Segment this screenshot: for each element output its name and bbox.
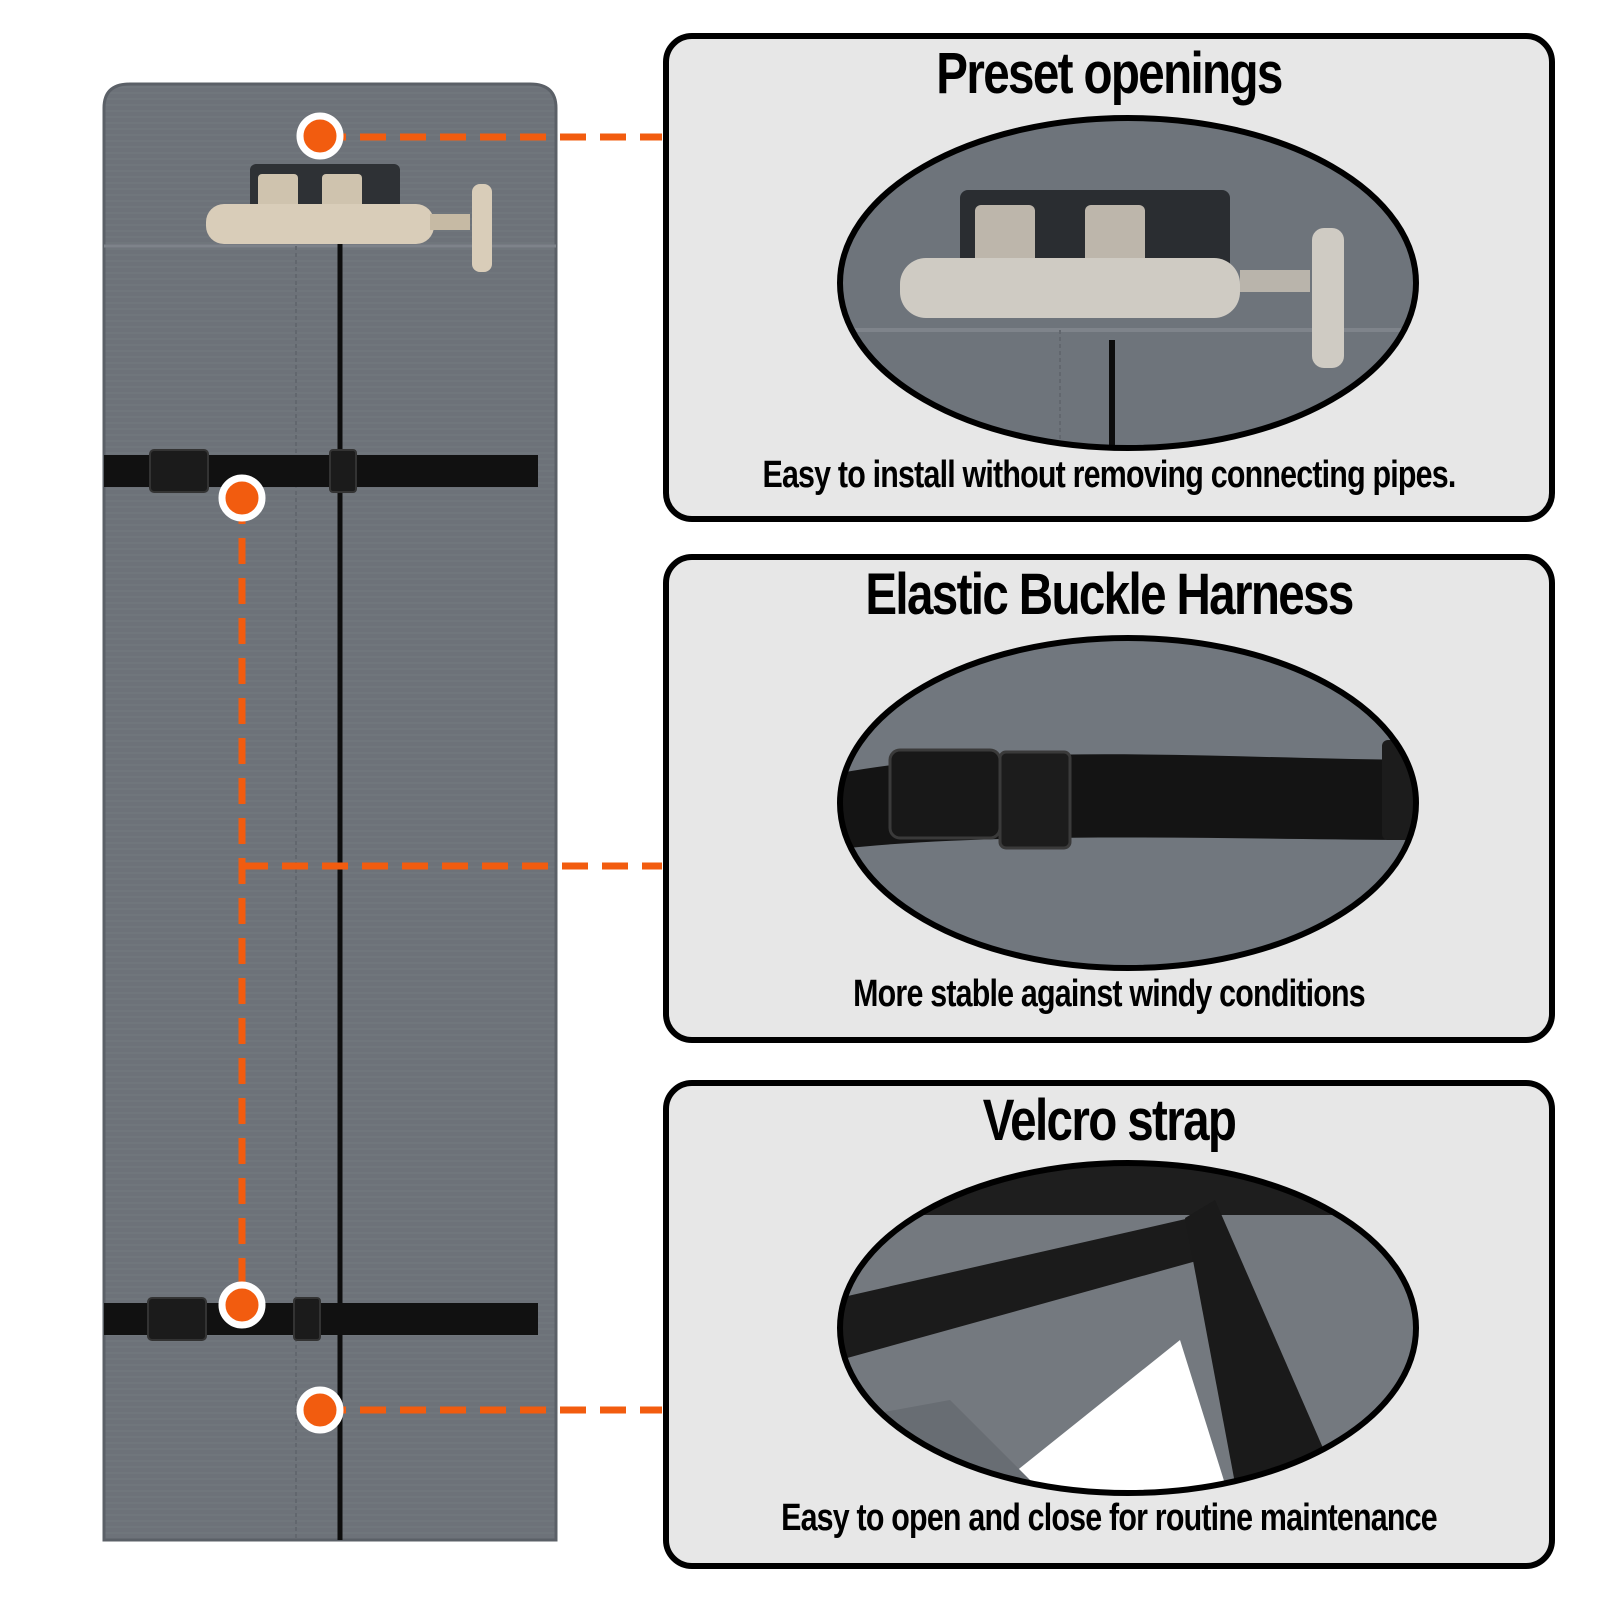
buckle-icon bbox=[837, 635, 1419, 971]
velcro-strap-icon bbox=[837, 1160, 1419, 1496]
callout-lines bbox=[238, 133, 662, 1414]
panel-caption: Easy to open and close for routine maint… bbox=[781, 1497, 1438, 1539]
panel-caption: More stable against windy conditions bbox=[853, 973, 1366, 1015]
panel-title: Preset openings bbox=[936, 41, 1283, 106]
upper-strap bbox=[104, 449, 538, 493]
preset-opening-closeup bbox=[837, 115, 1419, 451]
panel-preset-openings: Preset openings Easy to install without … bbox=[666, 36, 1552, 519]
panel-velcro-strap: Velcro strap Easy to open and close for … bbox=[666, 1083, 1552, 1566]
panel-title: Elastic Buckle Harness bbox=[865, 562, 1354, 627]
callout-dots bbox=[218, 112, 344, 1434]
plumbing-fitting-icon bbox=[206, 164, 492, 272]
lower-strap bbox=[104, 1297, 538, 1341]
panel-title: Velcro strap bbox=[982, 1088, 1237, 1153]
panel-caption: Easy to install without removing connect… bbox=[762, 454, 1456, 496]
panel-elastic-buckle-harness: Elastic Buckle Harness More stable again… bbox=[666, 557, 1552, 1040]
